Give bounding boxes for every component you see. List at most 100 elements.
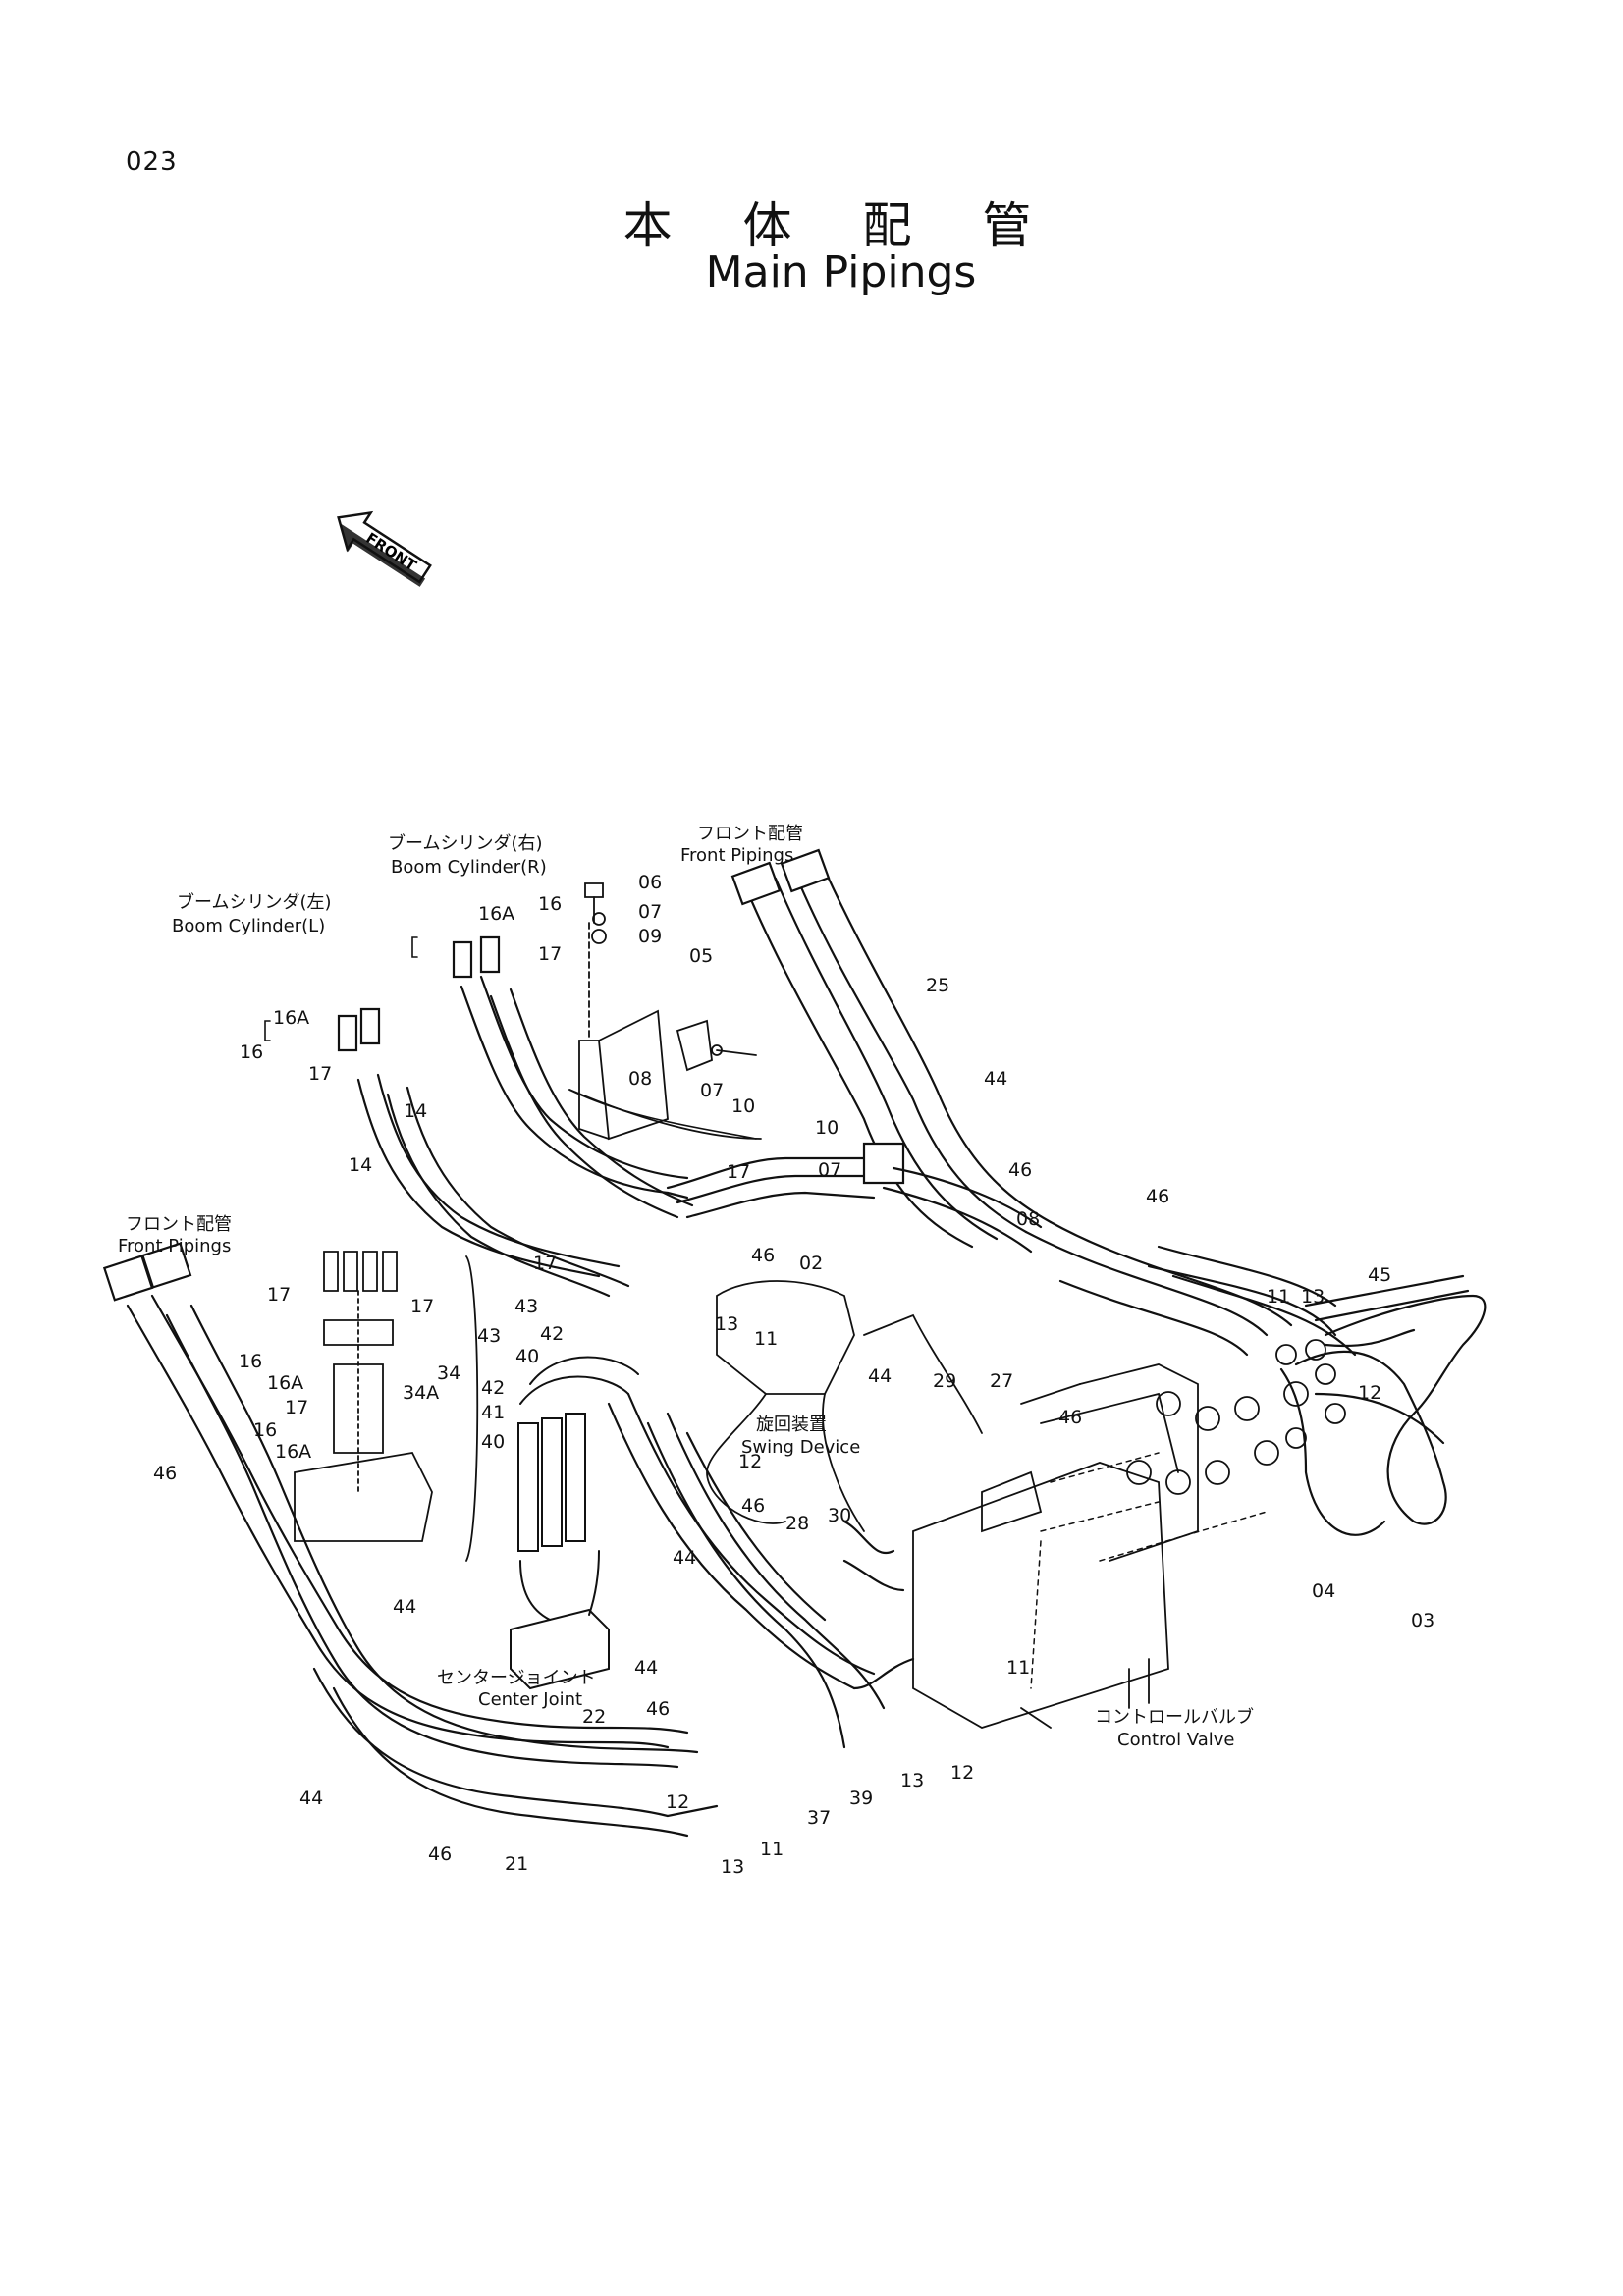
part-label: 30 — [828, 1505, 852, 1526]
clamp-pipe-bundle — [668, 1144, 1041, 1252]
part-label: 37 — [807, 1807, 832, 1829]
part-label: 22 — [582, 1706, 607, 1728]
part-label: 42 — [540, 1323, 565, 1345]
front-pipings-left-caption-jp: フロント配管 — [126, 1214, 232, 1235]
part-label: 17 — [727, 1161, 751, 1183]
swing-device-caption-jp: 旋回装置 — [756, 1415, 827, 1435]
right-loop-pipes — [1281, 1296, 1485, 1535]
control-valve-caption-jp: コントロールバルブ — [1095, 1707, 1254, 1728]
part-label: 11 — [754, 1328, 779, 1350]
part-label: 17 — [267, 1284, 292, 1306]
middle-hose-bundle — [609, 1394, 913, 1747]
part-label: 13 — [1301, 1286, 1325, 1308]
control-valve-caption-en: Control Valve — [1117, 1730, 1235, 1750]
part-label: 46 — [1008, 1159, 1033, 1181]
part-label: 08 — [1016, 1208, 1041, 1230]
part-label: 43 — [477, 1325, 502, 1347]
part-label: 46 — [153, 1463, 178, 1484]
part-label: 02 — [799, 1253, 824, 1274]
part-label: 17 — [410, 1296, 435, 1317]
swing-device-housing — [707, 1281, 982, 1531]
part-label: 44 — [634, 1657, 659, 1679]
part-label: 44 — [984, 1068, 1008, 1090]
part-label: 10 — [815, 1117, 839, 1139]
valve-port-fittings — [1127, 1340, 1345, 1494]
part-label: 28 — [785, 1513, 810, 1534]
upper-right-hoses — [1149, 1247, 1468, 1355]
part-label: 11 — [760, 1839, 784, 1860]
part-label: 16 — [538, 893, 563, 915]
boom-cylinder-l-caption-en: Boom Cylinder(L) — [172, 916, 326, 936]
part-label: 46 — [741, 1495, 766, 1517]
part-label: 11 — [1267, 1286, 1291, 1308]
center-joint-detail — [295, 1252, 477, 1561]
part-label: 39 — [849, 1788, 874, 1809]
part-label: 06 — [638, 872, 663, 893]
part-label: 46 — [646, 1698, 671, 1720]
part-label: 10 — [731, 1095, 756, 1117]
center-joint-caption-en: Center Joint — [478, 1689, 583, 1710]
part-label: 16A — [273, 1007, 310, 1029]
part-label: 41 — [481, 1402, 506, 1423]
part-label: 46 — [1146, 1186, 1170, 1207]
leader-lines — [265, 937, 756, 1139]
part-label: 21 — [505, 1853, 529, 1875]
center-joint — [511, 1358, 638, 1689]
part-label: 04 — [1312, 1580, 1336, 1602]
front-pipings-left-caption-en: Front Pipings — [118, 1236, 232, 1256]
part-label: 43 — [514, 1296, 539, 1317]
boom-cylinder-r-caption-en: Boom Cylinder(R) — [391, 857, 547, 878]
part-label: 11 — [1006, 1657, 1031, 1679]
control-valve-body — [913, 1364, 1198, 1728]
part-label: 12 — [738, 1451, 763, 1472]
part-label: 17 — [285, 1397, 309, 1418]
part-label: 44 — [868, 1365, 893, 1387]
part-label: 05 — [689, 945, 714, 967]
part-label: 13 — [900, 1770, 925, 1791]
boom-cylinder-r-caption-jp: ブームシリンダ(右) — [388, 833, 543, 854]
part-label: 16A — [478, 903, 515, 925]
part-label: 34A — [403, 1382, 440, 1404]
part-label: 25 — [926, 975, 950, 996]
front-pipings-top-caption-jp: フロント配管 — [697, 824, 803, 844]
bracket-assembly — [569, 883, 761, 1139]
part-label: 44 — [393, 1596, 417, 1618]
part-label: 14 — [404, 1100, 428, 1122]
title-japanese: 本 体 配 管 — [622, 197, 1059, 254]
part-label: 07 — [818, 1159, 842, 1181]
part-label: 13 — [715, 1313, 739, 1335]
part-label: 45 — [1368, 1264, 1392, 1286]
part-label: 12 — [666, 1791, 690, 1813]
dashed-reference-lines — [1031, 1453, 1267, 1688]
left-front-hoses — [104, 1244, 717, 1836]
part-label: 17 — [538, 943, 563, 965]
part-label: 40 — [481, 1431, 506, 1453]
part-label: 08 — [628, 1068, 653, 1090]
part-label: 46 — [751, 1245, 776, 1266]
part-label: 03 — [1411, 1610, 1435, 1631]
part-label: 17 — [533, 1253, 558, 1274]
boom-cylinder-l-caption-jp: ブームシリンダ(左) — [177, 892, 332, 913]
front-pipings-top-caption-en: Front Pipings — [680, 845, 794, 866]
part-label: 12 — [950, 1762, 975, 1784]
part-label: 16A — [275, 1441, 312, 1463]
part-label: 16 — [239, 1351, 263, 1372]
part-label: 14 — [349, 1154, 373, 1176]
part-label: 34 — [437, 1362, 461, 1384]
part-label: 09 — [638, 926, 663, 947]
boom-cylinder-r-hoses — [454, 937, 692, 1217]
part-label: 46 — [1058, 1407, 1083, 1428]
title-english: Main Pipings — [705, 247, 977, 297]
part-label: 07 — [638, 901, 663, 923]
front-pipings-top-hoses — [732, 850, 1291, 1355]
part-label: 16 — [253, 1419, 278, 1441]
part-label: 16 — [240, 1041, 264, 1063]
part-label: 40 — [515, 1346, 540, 1367]
boom-cylinder-l-hoses — [339, 1009, 628, 1296]
swing-device-caption-en: Swing Device — [741, 1437, 861, 1458]
part-label: 44 — [673, 1547, 697, 1569]
part-label: 29 — [933, 1370, 957, 1392]
part-label: 42 — [481, 1377, 506, 1399]
part-label: 27 — [990, 1370, 1014, 1392]
